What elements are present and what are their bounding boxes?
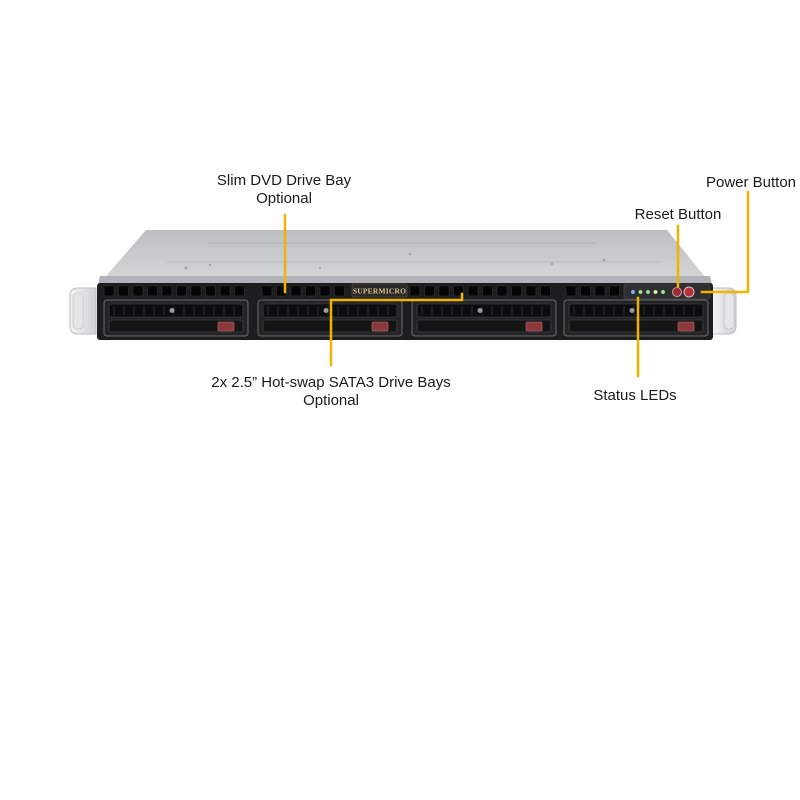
drive-release-knob[interactable] bbox=[477, 308, 483, 313]
power-led bbox=[660, 289, 666, 295]
vent-slot bbox=[409, 285, 421, 297]
vent-slot bbox=[334, 285, 345, 297]
label-dvd-line1: Slim DVD Drive Bay bbox=[217, 172, 352, 189]
vent-slot bbox=[319, 285, 331, 297]
drive-latch[interactable] bbox=[217, 321, 235, 332]
supermicro-logo: SUPERMICRO bbox=[351, 283, 408, 298]
drive-bay[interactable] bbox=[563, 299, 709, 337]
drive-tray-grille bbox=[416, 303, 552, 318]
vent-slot bbox=[496, 285, 508, 297]
callout-lines bbox=[283, 190, 750, 378]
front-panel bbox=[97, 283, 713, 340]
vent-slot bbox=[219, 285, 231, 297]
label-dvd-line2: Optional bbox=[256, 190, 312, 207]
drive-tray-handle[interactable] bbox=[416, 319, 552, 333]
vent-slot bbox=[482, 285, 493, 297]
vent-slot bbox=[565, 285, 577, 297]
drive-latch[interactable] bbox=[371, 321, 389, 332]
chassis-top-rim bbox=[98, 276, 712, 284]
vent-slot bbox=[424, 285, 435, 297]
vent-slot bbox=[190, 285, 202, 297]
drive-bay[interactable] bbox=[411, 299, 557, 337]
vent-slot bbox=[609, 285, 620, 297]
vent-slot bbox=[261, 285, 273, 297]
vent-slot bbox=[540, 285, 551, 297]
label-reset: Reset Button bbox=[635, 206, 722, 223]
info-led bbox=[630, 289, 636, 295]
vent-slot bbox=[580, 285, 591, 297]
vent-slot bbox=[176, 285, 187, 297]
chassis-top-cover bbox=[100, 230, 710, 283]
hdd-led bbox=[653, 289, 658, 295]
vent-slot bbox=[511, 285, 522, 297]
vent-slot bbox=[205, 285, 216, 297]
chassis bbox=[98, 230, 712, 284]
vent-slot bbox=[161, 285, 173, 297]
label-status: Status LEDs bbox=[593, 387, 676, 404]
rack-ear-right[interactable] bbox=[711, 287, 737, 335]
vent-slot bbox=[594, 285, 606, 297]
vent-slot bbox=[147, 285, 158, 297]
chassis-rivets bbox=[184, 252, 606, 270]
nic1-led bbox=[645, 289, 651, 295]
vent-slot bbox=[132, 285, 144, 297]
front-vents bbox=[103, 285, 620, 297]
callout-sata bbox=[329, 292, 464, 367]
callout-power bbox=[700, 190, 750, 294]
drive-latch[interactable] bbox=[677, 321, 695, 332]
vent-slot bbox=[103, 285, 115, 297]
status-leds bbox=[630, 289, 666, 295]
drive-release-knob[interactable] bbox=[629, 308, 635, 313]
nic2-led bbox=[638, 289, 643, 295]
drive-latch[interactable] bbox=[525, 321, 543, 332]
brand-text: SUPERMICRO bbox=[353, 287, 406, 296]
label-sata-line2: Optional bbox=[303, 392, 359, 409]
drive-release-knob[interactable] bbox=[169, 308, 175, 313]
vent-slot bbox=[290, 285, 302, 297]
vent-slot bbox=[525, 285, 537, 297]
drive-tray-grille bbox=[108, 303, 244, 318]
vent-slot bbox=[118, 285, 129, 297]
vent-slot bbox=[234, 285, 245, 297]
vent-slot bbox=[467, 285, 479, 297]
rack-ear-left[interactable] bbox=[69, 287, 97, 335]
drive-tray-handle[interactable] bbox=[568, 319, 704, 333]
power-button-icon[interactable] bbox=[683, 286, 695, 298]
drive-bay[interactable] bbox=[103, 299, 249, 337]
label-power: Power Button bbox=[706, 174, 796, 191]
drive-tray-grille bbox=[568, 303, 704, 318]
labels: Slim DVD Drive Bay Optional Power Button… bbox=[211, 172, 796, 409]
vent-slot bbox=[305, 285, 316, 297]
drive-bays bbox=[103, 299, 709, 337]
vent-slot bbox=[438, 285, 450, 297]
reset-button-icon[interactable] bbox=[672, 287, 682, 297]
label-sata-line1: 2x 2.5” Hot-swap SATA3 Drive Bays bbox=[211, 374, 451, 391]
drive-tray-handle[interactable] bbox=[108, 319, 244, 333]
drive-release-knob[interactable] bbox=[323, 308, 329, 313]
